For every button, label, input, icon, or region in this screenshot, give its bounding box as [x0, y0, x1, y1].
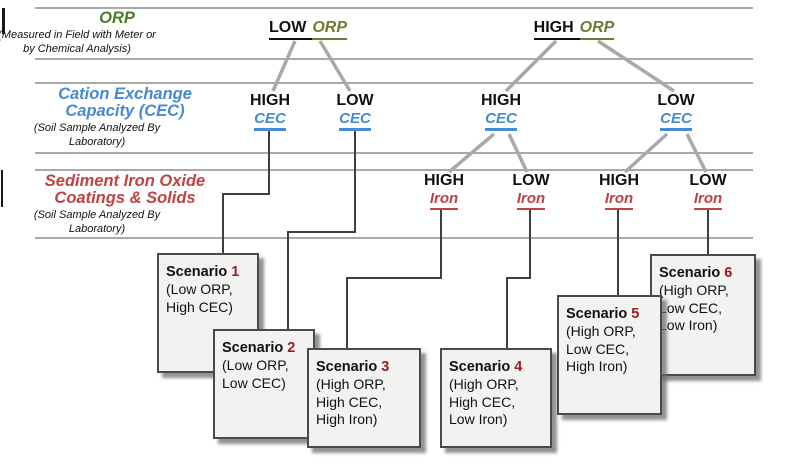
separator-line: [35, 82, 753, 84]
iron-band-subtitle: (Soil Sample Analyzed By Laboratory): [33, 209, 161, 235]
iron2-level: LOW: [512, 172, 550, 189]
scenario-2-conditions: (Low ORP, Low CEC): [222, 357, 289, 391]
cec3-label: CEC: [485, 111, 517, 131]
connector-scenario-4: [506, 277, 508, 350]
iron3-level: HIGH: [599, 172, 639, 189]
cec2-label: CEC: [339, 111, 371, 131]
low-orp-level: LOW: [269, 19, 313, 40]
band-label-iron: Sediment Iron Oxide Coatings & Solids (S…: [0, 173, 250, 236]
iron2-label: Iron: [516, 191, 546, 210]
iron4-level: LOW: [689, 172, 727, 189]
separator-line: [35, 169, 753, 171]
connector-scenario-1: [222, 193, 224, 255]
high-orp-level: HIGH: [533, 19, 580, 40]
low-orp-label: ORP: [312, 19, 347, 40]
cec1-level: HIGH: [250, 92, 290, 109]
connector-scenario-1: [268, 131, 270, 193]
band-label-orp: ORP (Measured in Field with Meter or by …: [0, 10, 250, 56]
node-high-cec-2: HIGH CEC: [461, 93, 541, 131]
iron4-label: Iron: [693, 191, 723, 210]
cec2-level: LOW: [336, 92, 374, 109]
iron3-label: Iron: [604, 191, 634, 210]
scenario-4-conditions: (High ORP, High CEC, Low Iron): [449, 376, 519, 427]
iron-band-title: Sediment Iron Oxide Coatings & Solids: [44, 172, 206, 207]
scenario-1-number: 1: [231, 264, 240, 280]
cec1-label: CEC: [254, 111, 286, 131]
scenario-5-number: 5: [631, 306, 640, 322]
orp-band-subtitle: (Measured in Field with Meter or by Chem…: [0, 29, 156, 55]
node-low-cec-2: LOW CEC: [636, 93, 716, 131]
scenario-1-conditions: (Low ORP, High CEC): [166, 281, 233, 315]
node-high-cec-1: HIGH CEC: [230, 93, 310, 131]
cec4-level: LOW: [657, 92, 695, 109]
high-orp-label: ORP: [579, 19, 615, 40]
scenario-3-number: 3: [381, 359, 390, 375]
node-low-iron-2: LOW Iron: [668, 173, 748, 210]
node-low-iron-1: LOW Iron: [491, 173, 571, 210]
connector-scenario-3: [346, 277, 442, 279]
separator-line: [35, 7, 753, 9]
scenario-4-number: 4: [514, 359, 523, 375]
iron1-level: HIGH: [424, 172, 464, 189]
connector-scenario-6: [707, 210, 709, 256]
scenario-3-conditions: (High ORP, High CEC, High Iron): [316, 376, 386, 427]
scenario-5-conditions: (High ORP, Low CEC, High Iron): [566, 323, 636, 374]
band-label-cec: Cation Exchange Capacity (CEC) (Soil Sam…: [0, 86, 250, 149]
connector-scenario-1: [222, 193, 270, 195]
cec4-label: CEC: [660, 111, 692, 131]
connector-scenario-2: [287, 231, 356, 233]
connector-scenario-4: [506, 277, 531, 279]
iron1-label: Iron: [429, 191, 459, 210]
connector-scenario-3: [346, 277, 348, 350]
node-high-iron-2: HIGH Iron: [579, 173, 659, 210]
connector-scenario-2: [287, 231, 289, 331]
scenario-2-number: 2: [287, 340, 296, 356]
cec3-level: HIGH: [481, 92, 521, 109]
orp-band-title: ORP: [99, 9, 135, 27]
scenario-6-conditions: (High ORP, Low CEC, Low Iron): [659, 282, 729, 333]
connector-scenario-4: [529, 210, 531, 277]
node-high-iron-1: HIGH Iron: [404, 173, 484, 210]
scenario-6-number: 6: [724, 265, 733, 281]
cec-band-title: Cation Exchange Capacity (CEC): [58, 85, 192, 120]
cec-band-subtitle: (Soil Sample Analyzed By Laboratory): [33, 122, 161, 148]
separator-line: [35, 237, 753, 239]
separator-line: [35, 152, 753, 154]
left-edge-line: [2, 8, 5, 34]
connector-scenario-5: [617, 210, 619, 297]
connector-scenario-3: [440, 210, 442, 277]
node-low-cec-1: LOW CEC: [315, 93, 395, 131]
separator-line: [35, 58, 753, 60]
left-edge-line: [1, 170, 3, 207]
connector-scenario-2: [354, 131, 356, 231]
